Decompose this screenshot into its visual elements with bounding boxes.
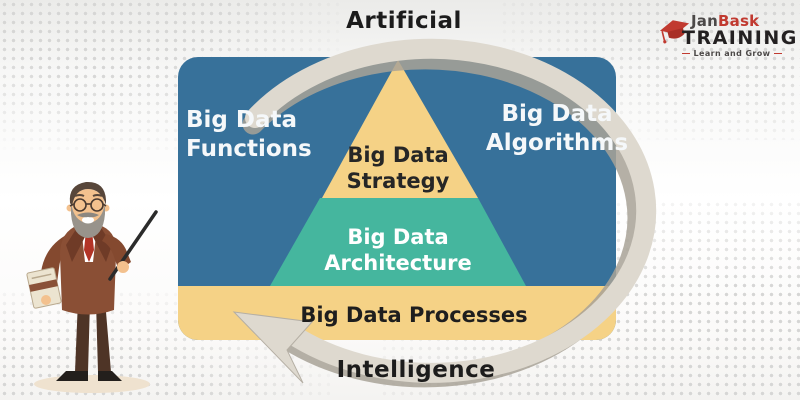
- logo-tagline: Learn and Grow: [682, 49, 782, 58]
- logo-jan: Jan: [691, 12, 718, 30]
- instructor-shadow: [34, 375, 150, 393]
- logo-training: TRAINING: [682, 27, 798, 49]
- pyramid-strategy-layer: [322, 60, 478, 198]
- cycle-arrow: [232, 38, 657, 388]
- processes-band: [178, 286, 616, 340]
- logo-bask: Bask: [717, 12, 760, 30]
- logo-wordmark: JanBask: [691, 12, 759, 30]
- cycle-arrow-body: [245, 38, 657, 383]
- graduation-cap-icon: [659, 20, 690, 44]
- janbask-logo: JanBask TRAINING Learn and Grow: [658, 6, 796, 60]
- big-data-algorithms-label: Big Data Algorithms: [485, 101, 629, 156]
- big-data-architecture-label: Big Data Architecture: [324, 225, 472, 276]
- big-data-functions-label: Big Data Functions: [186, 107, 312, 162]
- ai-bottom-label: Intelligence: [336, 357, 496, 383]
- book-icon: [26, 267, 62, 309]
- instructor-illustration: [26, 181, 158, 393]
- ai-top-label: Artificial: [346, 8, 462, 34]
- cycle-arrowhead: [232, 311, 314, 384]
- big-data-processes-label: Big Data Processes: [300, 303, 528, 327]
- pyramid-architecture-layer: [270, 198, 526, 286]
- glasses-icon: [69, 198, 107, 212]
- big-data-strategy-label: Big Data Strategy: [346, 143, 450, 194]
